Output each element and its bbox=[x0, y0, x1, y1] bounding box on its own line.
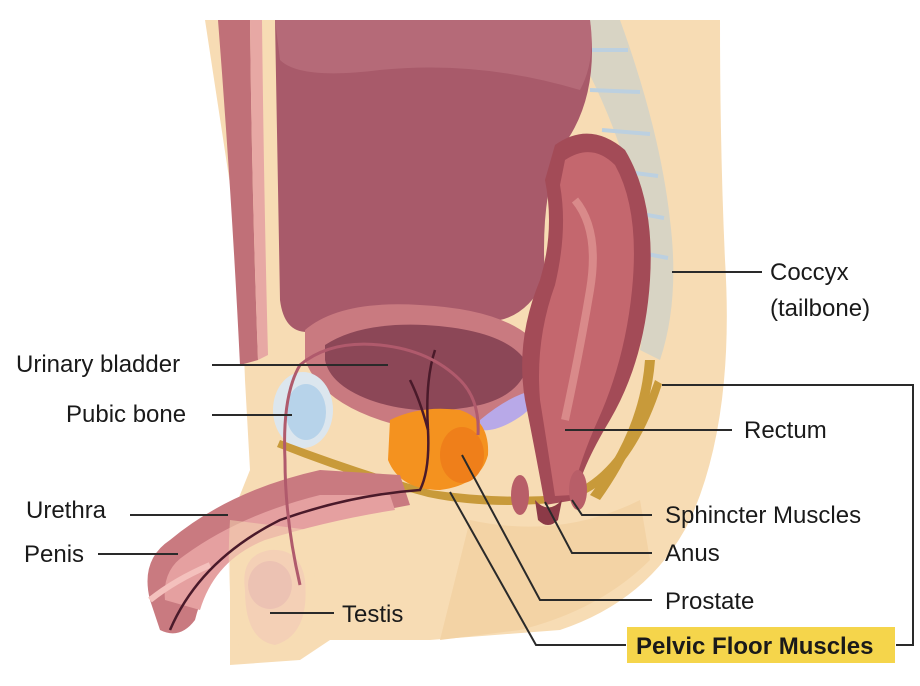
label-rectum: Rectum bbox=[744, 417, 827, 444]
label-anus: Anus bbox=[665, 540, 720, 567]
prostate-gland bbox=[388, 408, 489, 490]
leader-pelvic-floor bbox=[449, 491, 626, 646]
label-penis: Penis bbox=[24, 541, 84, 568]
label-urethra: Urethra bbox=[26, 497, 107, 524]
label-coccyx: Coccyx bbox=[770, 259, 849, 286]
pubic-bone bbox=[273, 372, 333, 448]
label-pelvic-floor-muscles: Pelvic Floor Muscles bbox=[636, 633, 873, 660]
label-sphincter-muscles: Sphincter Muscles bbox=[665, 502, 861, 529]
label-coccyx-sub: (tailbone) bbox=[770, 295, 870, 322]
leader-pelvic-floor-right bbox=[662, 384, 914, 646]
leader-anus bbox=[544, 501, 652, 554]
pelvic-floor-highlight bbox=[627, 627, 895, 663]
seminal-vesicle bbox=[480, 390, 536, 431]
abdominal-cavity bbox=[275, 20, 592, 332]
urethra-duct bbox=[168, 342, 480, 631]
leader-lines bbox=[98, 271, 914, 646]
labels: Coccyx (tailbone) Urinary bladder Pubic … bbox=[16, 259, 895, 663]
leader-prostate bbox=[461, 454, 652, 601]
leader-sphincter bbox=[571, 499, 652, 516]
label-prostate: Prostate bbox=[665, 588, 754, 615]
abdominal-wall bbox=[218, 20, 268, 365]
anal-sphincter bbox=[511, 470, 587, 525]
label-urinary-bladder: Urinary bladder bbox=[16, 351, 180, 378]
scrotum bbox=[228, 520, 315, 650]
label-pubic-bone: Pubic bone bbox=[66, 401, 186, 428]
rectum-organ bbox=[522, 133, 651, 506]
label-testis: Testis bbox=[342, 601, 403, 628]
